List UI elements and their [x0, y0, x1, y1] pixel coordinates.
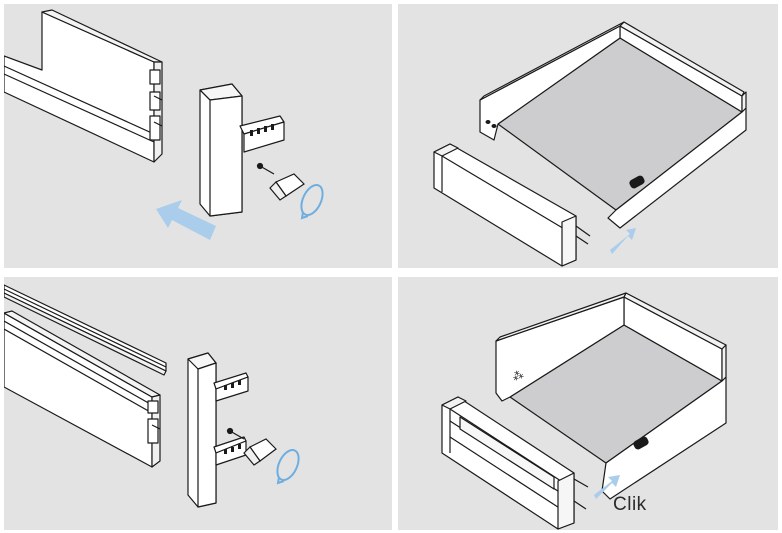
step-panel-top-left	[4, 4, 392, 268]
side-profile	[4, 310, 161, 468]
push-arrow-icon	[610, 228, 636, 254]
step-panel-bottom-right: ⁂ Clik	[398, 277, 778, 530]
rotate-icon	[276, 449, 300, 485]
drawer-box	[479, 21, 747, 229]
step-illustration-1	[4, 9, 324, 240]
side-profile	[4, 9, 163, 163]
back-bracket	[199, 83, 285, 217]
svg-text:⁂: ⁂	[511, 369, 525, 384]
clik-label: Clik	[613, 494, 647, 515]
step-illustration-2	[433, 21, 747, 267]
step-panel-bottom-left	[4, 277, 392, 530]
rotate-icon	[300, 184, 324, 220]
gallery-rail	[4, 284, 167, 376]
drawer-box: ⁂	[495, 292, 727, 500]
back-bracket	[187, 352, 249, 508]
step-illustration-3	[4, 284, 300, 508]
front-panel	[433, 143, 591, 267]
push-arrow-icon	[594, 475, 620, 499]
screw-icon	[226, 427, 277, 466]
step-illustration-4: ⁂	[441, 292, 727, 530]
push-arrow-icon	[156, 200, 216, 240]
step-panel-top-right	[398, 4, 778, 268]
front-panel	[441, 396, 589, 530]
screw-icon	[256, 162, 305, 201]
